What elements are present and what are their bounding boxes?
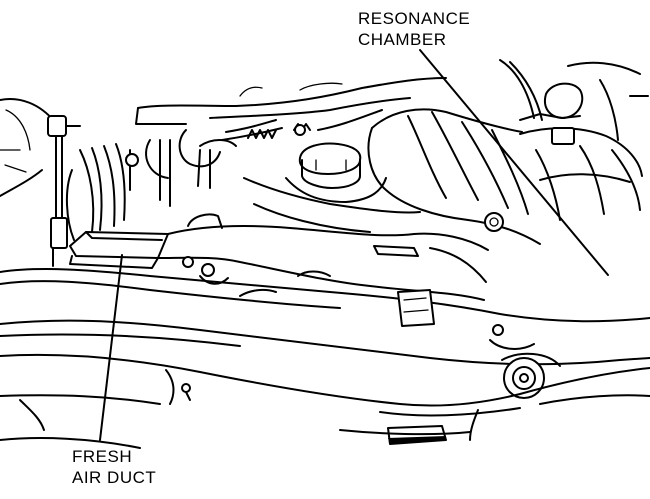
resonance-chamber-label-line1: RESONANCE [358,9,471,28]
fresh-air-duct-label-line1: FRESH [72,447,133,466]
radiator-support [0,268,650,399]
wiring-harness [65,143,126,241]
valve-cover [243,177,421,233]
resonance-chamber-body [367,59,649,245]
resonance-leader-line [419,49,609,276]
hood-prop-rod [47,115,81,267]
left-fender-outline [0,98,56,197]
callout-leaders [99,49,609,441]
fresh-air-duct-label-line2: AIR DUCT [72,468,157,487]
fresh-air-leader-line [99,254,123,441]
throttle-cable-assembly [125,109,383,207]
upper-intake-plenum [135,77,447,125]
resonance-chamber-label: RESONANCE CHAMBER [358,8,470,50]
fresh-air-duct-label: FRESH AIR DUCT [72,446,156,488]
oil-filler-cap [285,142,387,203]
resonance-chamber-label-line2: CHAMBER [358,30,447,49]
lower-front-structure [0,353,650,449]
fresh-air-duct-shape [69,213,489,301]
